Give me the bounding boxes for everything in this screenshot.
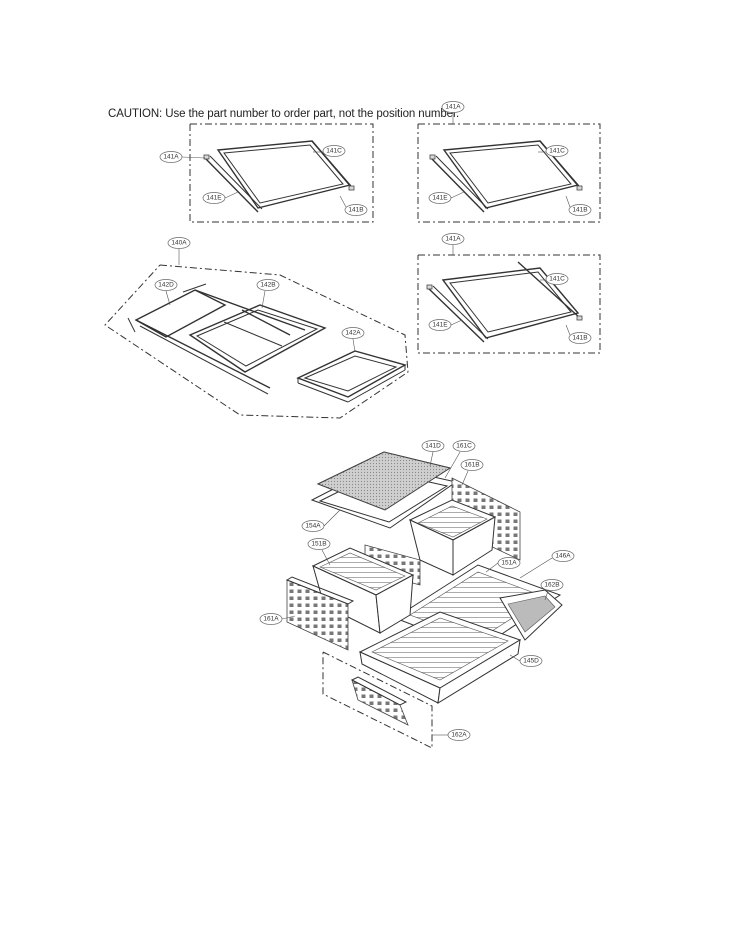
svg-text:161C: 161C [456, 443, 472, 450]
svg-text:146A: 146A [555, 553, 571, 560]
label-162B: 162B [540, 579, 564, 591]
label-140A: 140A [167, 237, 191, 249]
svg-text:141B: 141B [348, 207, 363, 214]
label-141B-g3: 141B [568, 332, 592, 344]
label-141E-g2: 141E [428, 192, 452, 204]
label-141A-g2: 141A [441, 101, 465, 113]
svg-text:161B: 161B [464, 462, 479, 469]
svg-text:162B: 162B [544, 582, 559, 589]
label-141E-g3: 141E [428, 319, 452, 331]
label-141C-g1: 141C [322, 145, 346, 157]
label-142D: 142D [154, 279, 178, 291]
label-151B: 151B [307, 538, 331, 550]
label-146A: 146A [551, 550, 575, 562]
label-141A-g3: 141A [441, 233, 465, 245]
svg-text:141E: 141E [206, 195, 222, 202]
label-141B-g1: 141B [344, 204, 368, 216]
svg-text:141A: 141A [445, 236, 461, 243]
svg-text:141C: 141C [549, 276, 565, 283]
label-161A: 161A [259, 613, 283, 625]
svg-text:142B: 142B [260, 282, 275, 289]
label-151A: 151A [497, 557, 521, 569]
label-141C-g2: 141C [545, 145, 569, 157]
svg-text:151B: 151B [311, 541, 326, 548]
label-141C-g3: 141C [545, 273, 569, 285]
svg-text:154A: 154A [305, 523, 321, 530]
label-154A: 154A [301, 520, 325, 532]
label-142B: 142B [256, 279, 280, 291]
svg-text:141B: 141B [572, 335, 587, 342]
svg-text:141B: 141B [572, 207, 587, 214]
caution-note: CAUTION: Use the part number to order pa… [108, 108, 460, 120]
svg-text:141A: 141A [163, 154, 179, 161]
shelf-assembly-group-3 [417, 245, 601, 354]
shelf-assembly-group-1 [189, 123, 374, 223]
svg-text:140A: 140A [171, 240, 187, 247]
svg-text:142A: 142A [345, 330, 361, 337]
crisper-drawer-assembly [285, 451, 563, 749]
svg-text:142D: 142D [158, 282, 174, 289]
svg-text:161A: 161A [263, 616, 279, 623]
label-162A: 162A [447, 729, 471, 741]
svg-text:141C: 141C [326, 148, 342, 155]
label-145D: 145D [519, 655, 543, 667]
label-141E-g1: 141E [202, 192, 226, 204]
label-141A-g1: 141A [159, 151, 183, 163]
svg-text:141E: 141E [432, 322, 448, 329]
svg-text:141E: 141E [432, 195, 448, 202]
svg-text:145D: 145D [523, 658, 539, 665]
label-141D: 141D [421, 440, 445, 452]
label-141B-g2: 141B [568, 204, 592, 216]
label-142A: 142A [341, 327, 365, 339]
folding-shelf-assembly [104, 249, 409, 419]
svg-text:141C: 141C [549, 148, 565, 155]
svg-text:151A: 151A [501, 560, 517, 567]
svg-text:141D: 141D [425, 443, 441, 450]
label-161B: 161B [460, 459, 484, 471]
svg-text:162A: 162A [451, 732, 467, 739]
svg-text:141A: 141A [445, 104, 461, 111]
label-161C: 161C [452, 440, 476, 452]
